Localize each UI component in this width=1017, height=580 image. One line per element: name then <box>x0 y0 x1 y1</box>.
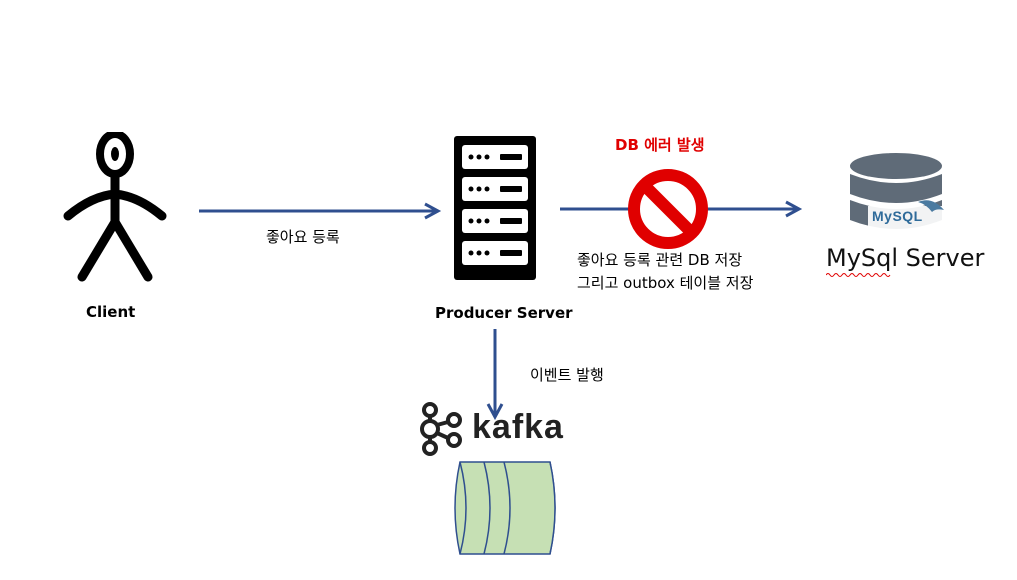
client-person-icon <box>63 132 167 282</box>
db-error-label: DB 에러 발생 <box>615 136 705 154</box>
kafka-logo-icon <box>420 402 462 456</box>
client-to-producer-arrow <box>199 202 442 220</box>
producer-label: Producer Server <box>435 304 573 322</box>
mysql-label: MySql Server <box>826 244 985 272</box>
producer-to-kafka-arrow <box>486 329 504 421</box>
producer-to-mysql-label-line2: 그리고 outbox 테이블 저장 <box>577 274 754 292</box>
queue-cylinder-icon <box>454 461 556 555</box>
client-label: Client <box>86 303 136 321</box>
client-to-producer-label: 좋아요 등록 <box>266 228 340 246</box>
prohibited-sign-icon <box>628 169 708 249</box>
producer-server-icon <box>454 136 536 280</box>
producer-to-mysql-label-line1: 좋아요 등록 관련 DB 저장 <box>577 251 743 269</box>
mysql-database-icon <box>850 153 944 232</box>
producer-to-kafka-label: 이벤트 발행 <box>530 366 604 384</box>
mysql-logo-text: MySQL <box>872 208 923 224</box>
spellcheck-underline <box>826 273 891 277</box>
kafka-label: kafka <box>472 408 564 446</box>
